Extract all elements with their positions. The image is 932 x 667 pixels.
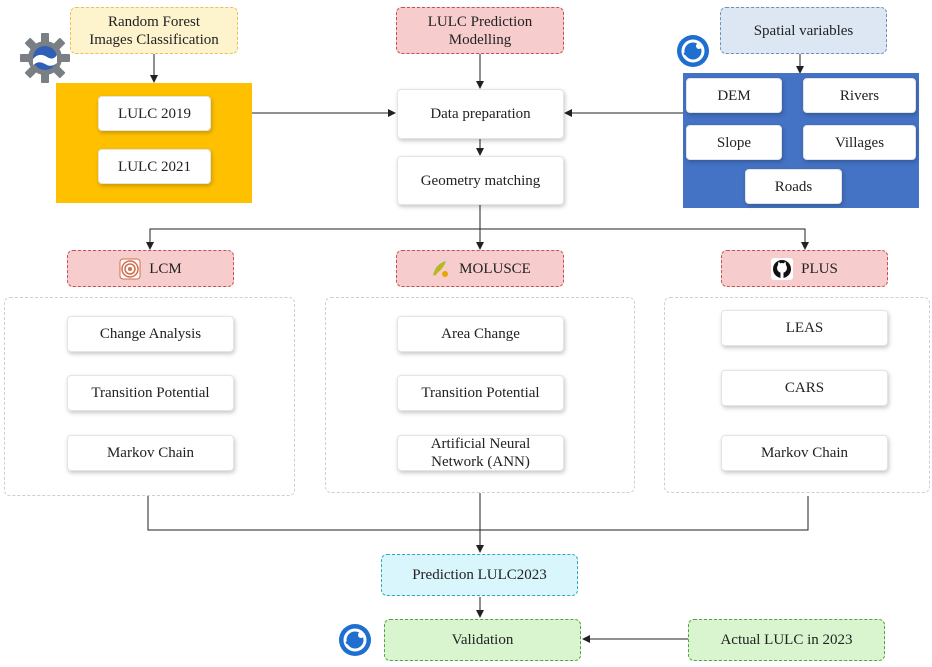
plus-panel	[664, 297, 930, 493]
lulc-prediction-box: LULC Prediction Modelling	[396, 7, 564, 54]
molusce-box: MOLUSCE	[396, 250, 564, 287]
earth-engine-gear-icon	[20, 33, 70, 83]
merge-line	[147, 496, 809, 531]
rivers-box: Rivers	[803, 78, 916, 113]
lcm-panel	[4, 297, 295, 496]
lcm-label: LCM	[149, 260, 182, 277]
spatial-variables-box: Spatial variables	[720, 7, 887, 54]
plus-leas-box: LEAS	[721, 310, 888, 346]
terrset-spiral-icon	[119, 258, 141, 279]
lcm-change-analysis-box: Change Analysis	[67, 316, 234, 352]
roads-box: Roads	[745, 169, 842, 204]
validation-box: Validation	[384, 619, 581, 661]
lulc-2021-box: LULC 2021	[98, 149, 211, 184]
molusce-area-change-box: Area Change	[397, 316, 564, 352]
github-icon	[771, 257, 794, 280]
lcm-markov-chain-box: Markov Chain	[67, 435, 234, 471]
slope-box: Slope	[686, 125, 782, 160]
molusce-panel	[325, 297, 635, 493]
actual-lulc-2023-box: Actual LULC in 2023	[688, 619, 885, 661]
molusce-label: MOLUSCE	[459, 260, 531, 277]
qgis-plugin-icon	[433, 260, 449, 277]
arcgis-globe-icon-bottom	[339, 624, 371, 656]
lcm-transition-potential-box: Transition Potential	[67, 375, 234, 411]
lulc-2019-box: LULC 2019	[98, 96, 211, 131]
plus-box: PLUS	[721, 250, 888, 287]
villages-box: Villages	[803, 125, 916, 160]
prediction-lulc2023-box: Prediction LULC2023	[381, 554, 578, 596]
branch-line	[149, 228, 806, 248]
molusce-transition-potential-box: Transition Potential	[397, 375, 564, 411]
lcm-box: LCM	[67, 250, 234, 287]
plus-label: PLUS	[801, 260, 838, 277]
random-forest-box: Random Forest Images Classification	[70, 7, 238, 54]
plus-cars-box: CARS	[721, 370, 888, 406]
plus-markov-chain-box: Markov Chain	[721, 435, 888, 471]
data-preparation-box: Data preparation	[397, 89, 564, 139]
molusce-ann-box: Artificial Neural Network (ANN)	[397, 435, 564, 471]
dem-box: DEM	[686, 78, 782, 113]
arcgis-globe-icon	[677, 35, 709, 67]
geometry-matching-box: Geometry matching	[397, 156, 564, 205]
